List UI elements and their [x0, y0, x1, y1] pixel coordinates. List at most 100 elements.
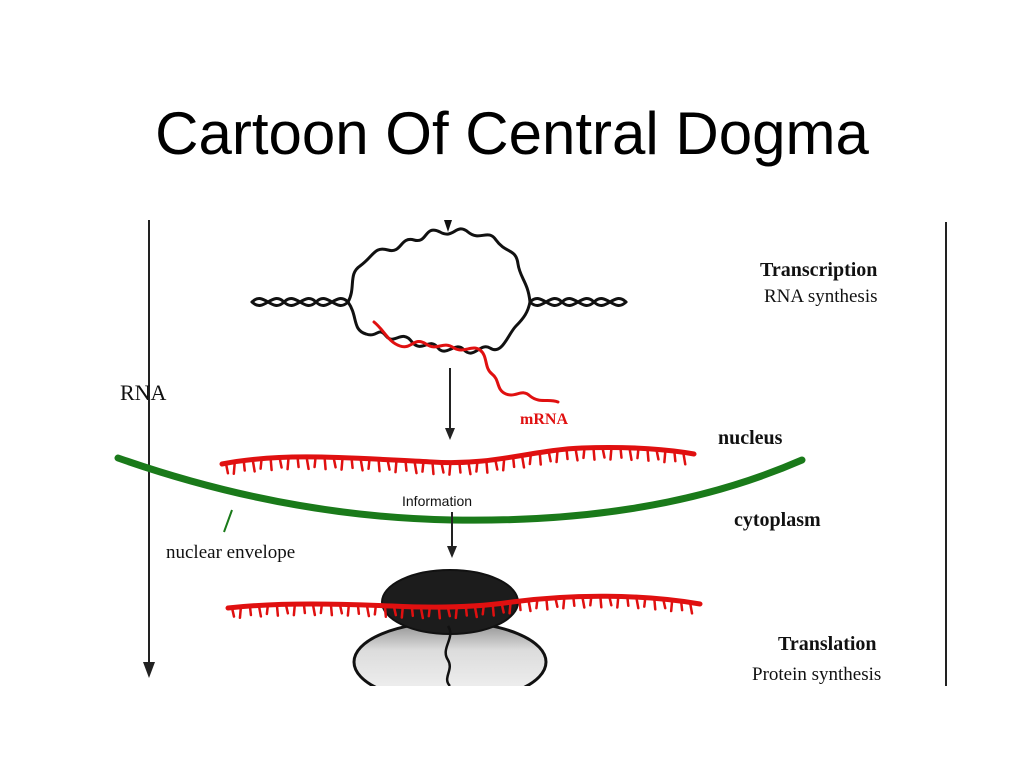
mrna-codon-tick [413, 459, 418, 475]
mrna-codon-tick [392, 604, 398, 617]
mrna-codon-tick [581, 595, 586, 609]
mrna-codon-tick [400, 605, 405, 619]
mrna-codon-tick [394, 458, 398, 474]
mrna-codon-tick [635, 595, 640, 610]
mrna-codon-tick [663, 448, 667, 464]
mrna-codon-tick [619, 446, 623, 459]
mrna-codon-tick [501, 457, 506, 472]
mrna-codon-tick [572, 595, 576, 608]
mrna-codon-tick [329, 602, 334, 617]
mrna-codon-tick [373, 604, 378, 616]
mrna-codon-tick [669, 598, 674, 613]
dna-double-helix [250, 227, 628, 355]
nascent-mrna [372, 320, 560, 404]
mrna-codon-tick [565, 447, 569, 461]
mrna-codon-tick [592, 446, 596, 461]
mrna-codon-tick [475, 460, 479, 473]
translation-title: Translation [778, 633, 877, 655]
mrna-codon-tick [601, 446, 606, 459]
mrna-codon-tick [284, 603, 290, 615]
mrna-codon-tick [367, 457, 371, 470]
mrna-codon-tick [626, 595, 630, 607]
mrna-codon-tick [251, 458, 256, 473]
nuclear-envelope-pointer [223, 509, 233, 533]
nucleus-label: nucleus [718, 427, 783, 449]
mrna-codon-tick [431, 460, 435, 476]
mrna-codon-tick [440, 461, 445, 474]
mrna-codon-tick [491, 603, 495, 617]
mrna-codon-tick [682, 451, 687, 466]
mrna-label: mRNA [520, 411, 568, 428]
mrna-codon-tick [520, 454, 526, 469]
mrna-codon-tick [679, 599, 684, 612]
mrna-codon-tick [599, 594, 603, 609]
mrna-codon-tick [494, 458, 499, 471]
mrna-codon-tick [609, 446, 613, 461]
central-dogma-figure: RNA mRNA Transcription RNA synthesi [112, 218, 956, 686]
mrna-codon-tick [224, 461, 230, 475]
mrna-codon-tick [535, 597, 539, 610]
mrna-codon-tick [458, 461, 462, 474]
mrna-codon-tick [446, 605, 452, 618]
cytoplasm-label: cytoplasm [734, 509, 821, 531]
mrna-codon-tick [643, 596, 647, 608]
translation-subtitle: Protein synthesis [752, 664, 881, 685]
mrna-codon-tick [500, 602, 505, 614]
mrna-codon-tick [313, 455, 317, 469]
mrna-codon-tick [275, 603, 280, 617]
mrna-codon-tick [545, 597, 549, 611]
mrna-codon-tick [421, 460, 425, 473]
mrna-in-cytoplasm [225, 593, 703, 620]
mrna-codon-tick [269, 456, 273, 472]
mrna-codon-tick [661, 597, 667, 610]
mrna-codon-tick [485, 459, 489, 474]
mrna-codon-tick [377, 457, 381, 473]
mrna-codon-tick [555, 448, 559, 464]
mrna-codon-tick [319, 602, 324, 615]
mrna-codon-tick [653, 597, 657, 611]
mrna-codon-tick [574, 447, 579, 462]
mrna-codon-tick [323, 455, 327, 471]
mrna-codon-tick [386, 458, 391, 471]
mrna-codon-tick [230, 606, 236, 618]
mrna-codon-tick [673, 449, 677, 463]
mrna-codon-tick [338, 603, 344, 615]
mrna-codon-tick [232, 460, 237, 475]
mrna-codon-tick [248, 604, 253, 617]
mrna-codon-tick [636, 446, 640, 460]
transcription-title: Transcription [760, 259, 877, 281]
mrna-codon-tick [589, 595, 593, 607]
mrna-codon-tick [448, 461, 452, 476]
mrna-codon-tick [688, 601, 694, 615]
mrna-codon-tick [259, 457, 263, 470]
mrna-codon-tick [242, 459, 246, 472]
information-arrowhead [447, 546, 457, 558]
mrna-codon-tick [427, 605, 432, 618]
mrna-codon-tick [547, 449, 552, 463]
rna-axis-label: RNA [120, 380, 167, 405]
mrna-codon-tick [562, 595, 566, 610]
mrna-codon-tick [356, 603, 361, 616]
transcription-start-mark [444, 220, 452, 232]
mrna-codon-tick [296, 455, 300, 469]
mrna-codon-tick [419, 605, 425, 620]
mrna-codon-tick [437, 605, 442, 620]
rna-axis-arrowhead [143, 662, 155, 678]
mrna-codon-tick [518, 599, 522, 612]
mrna-codon-tick [582, 446, 586, 460]
mrna-codon-tick [365, 603, 371, 618]
mrna-codon-tick [238, 605, 243, 619]
mrna-codon-tick [332, 456, 337, 469]
mrna-codon-tick [305, 455, 310, 471]
mrna-codon-tick [302, 602, 307, 615]
mrna-codon-tick [511, 455, 516, 469]
mrna-codon-tick [404, 459, 408, 472]
mrna-codon-tick [528, 452, 533, 466]
nascent-polypeptide [444, 625, 452, 686]
transcription-subtitle: RNA synthesis [764, 286, 878, 307]
mrna-codon-tick [608, 595, 613, 607]
mrna-codon-tick [346, 603, 351, 617]
mrna-codon-tick [410, 605, 415, 618]
mrna-codon-tick [538, 451, 542, 466]
mrna-codon-tick [467, 460, 472, 476]
